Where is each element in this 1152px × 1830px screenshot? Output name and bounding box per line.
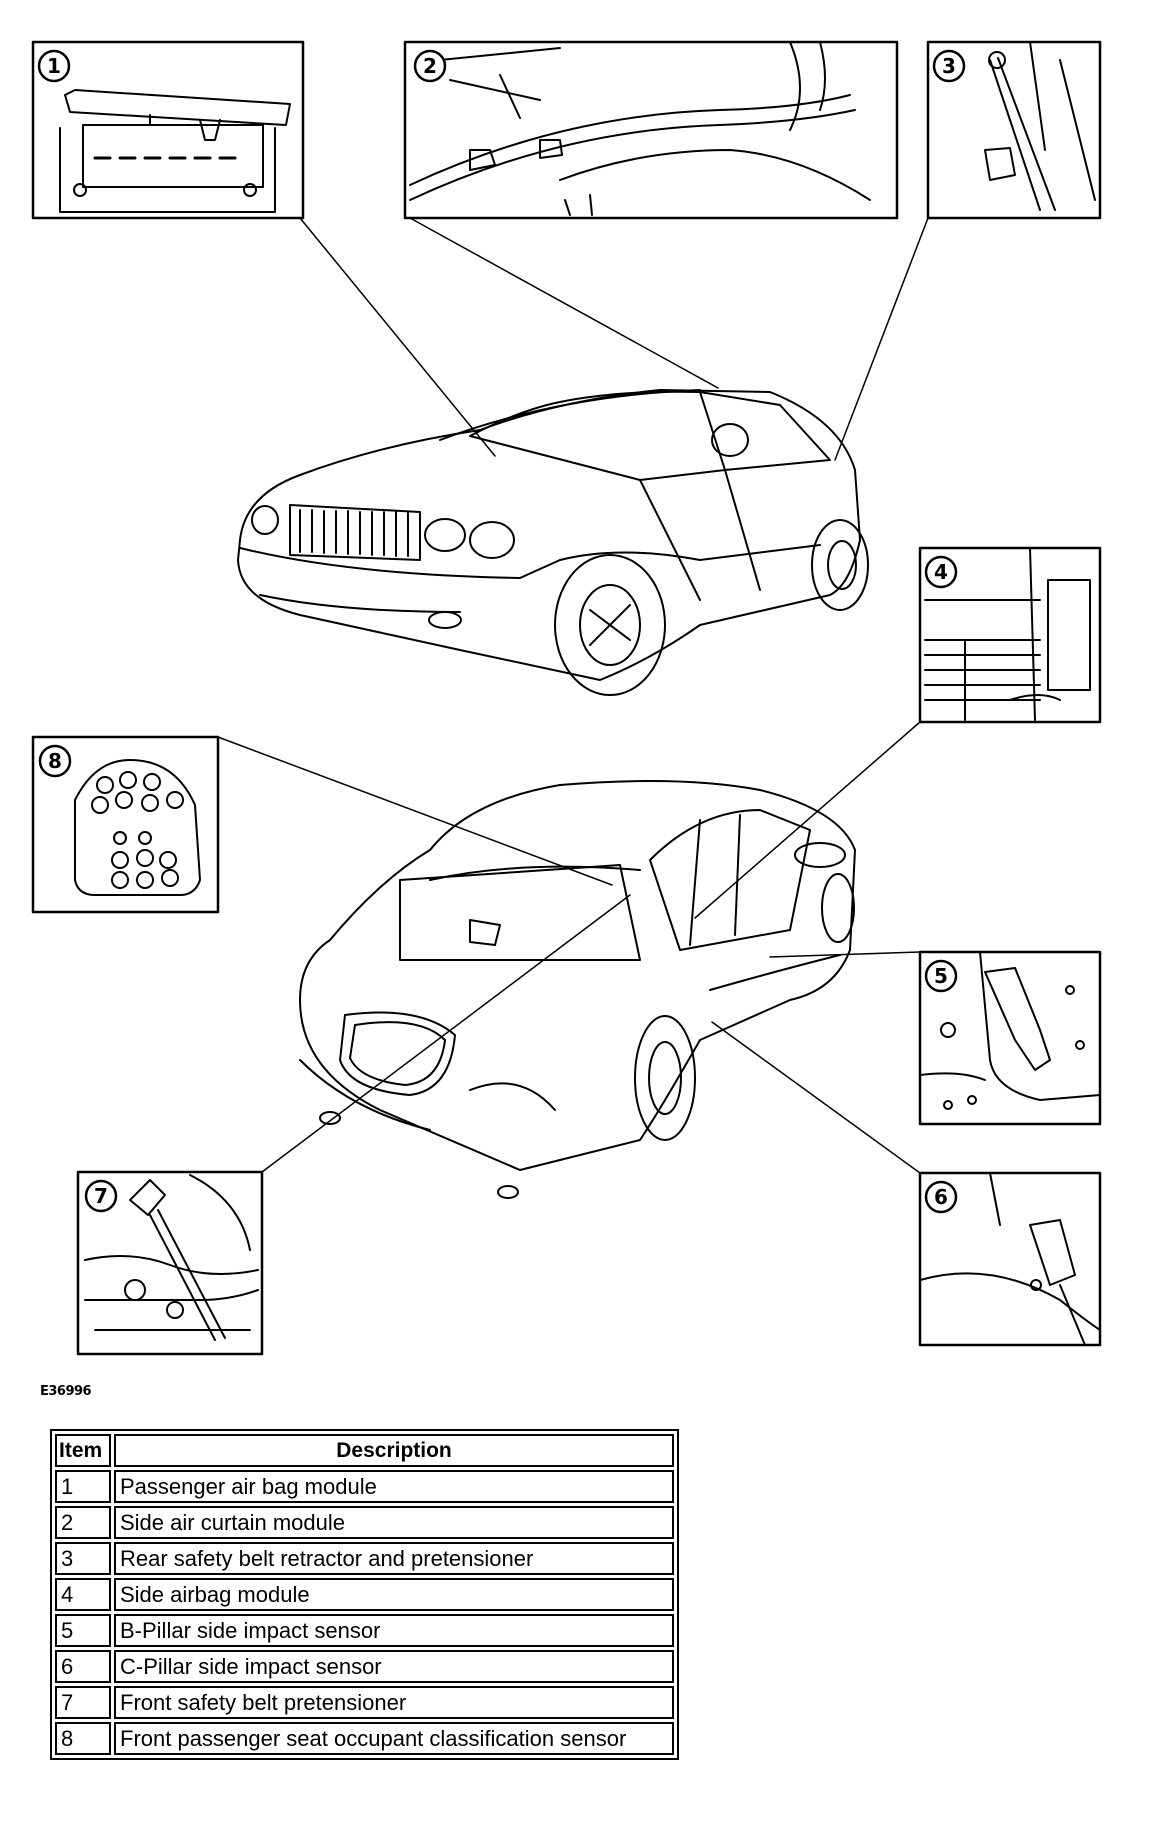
item-column-header: Item [55,1434,111,1467]
item-description: B-Pillar side impact sensor [114,1614,674,1647]
item-number: 3 [55,1542,111,1575]
item-description: Rear safety belt retractor and pretensio… [114,1542,674,1575]
callout-1: 1 [37,49,71,83]
callout-label: 7 [94,1184,108,1208]
table-row: 6 C-Pillar side impact sensor [55,1650,674,1683]
item-number: 2 [55,1506,111,1539]
callout-8: 8 [38,744,72,778]
item-description: C-Pillar side impact sensor [114,1650,674,1683]
callout-7: 7 [84,1179,118,1213]
detail-box-2 [403,40,899,220]
item-description: Front passenger seat occupant classifica… [114,1722,674,1755]
rear-car-illustration [299,780,856,1199]
item-description: Side air curtain module [114,1506,674,1539]
callout-label: 3 [942,54,956,78]
callout-label: 1 [47,54,61,78]
callout-label: 2 [423,54,437,78]
table-row: 1 Passenger air bag module [55,1470,674,1503]
callout-3: 3 [932,49,966,83]
callout-4: 4 [924,555,958,589]
item-number: 5 [55,1614,111,1647]
legend-table: Item Description 1 Passenger air bag mod… [50,1429,679,1760]
item-number: 4 [55,1578,111,1611]
figure-id: E36996 [40,1384,92,1399]
legend-header-row: Item Description [55,1434,674,1467]
front-car-illustration [237,389,869,696]
table-row: 4 Side airbag module [55,1578,674,1611]
item-description: Front safety belt pretensioner [114,1686,674,1719]
callout-label: 8 [48,749,62,773]
item-number: 6 [55,1650,111,1683]
detail-box-8 [31,735,220,914]
item-number: 7 [55,1686,111,1719]
table-row: 3 Rear safety belt retractor and pretens… [55,1542,674,1575]
detail-box-1 [31,40,305,220]
description-column-header: Description [114,1434,674,1467]
table-row: 8 Front passenger seat occupant classifi… [55,1722,674,1755]
callout-5: 5 [924,959,958,993]
callout-badges: 1 2 3 4 5 6 7 8 [37,49,966,1214]
detail-box-4 [918,546,1102,724]
detail-box-7 [76,1170,264,1356]
item-description: Passenger air bag module [114,1470,674,1503]
callout-label: 6 [934,1185,948,1209]
detail-box-3 [926,40,1102,220]
table-row: 7 Front safety belt pretensioner [55,1686,674,1719]
table-row: 5 B-Pillar side impact sensor [55,1614,674,1647]
detail-box-6 [918,1171,1102,1347]
callout-label: 5 [934,964,948,988]
callout-label: 4 [934,560,948,584]
callout-2: 2 [413,49,447,83]
leader-lines [217,217,929,1174]
callout-6: 6 [924,1180,958,1214]
detail-box-5 [918,950,1102,1126]
item-number: 1 [55,1470,111,1503]
item-number: 8 [55,1722,111,1755]
table-row: 2 Side air curtain module [55,1506,674,1539]
airbag-system-diagram: 1 2 3 4 5 6 7 8 [31,40,1102,1356]
item-description: Side airbag module [114,1578,674,1611]
